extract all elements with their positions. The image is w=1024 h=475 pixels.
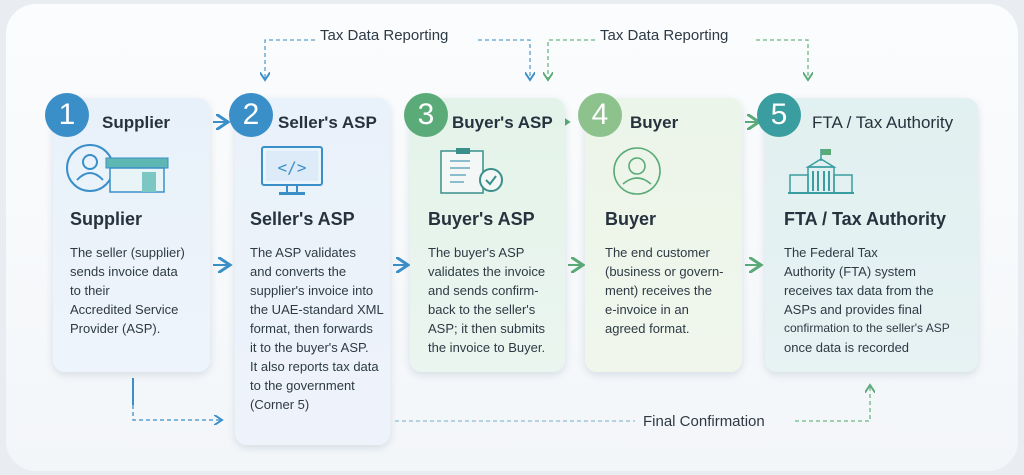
step-title: Buyer xyxy=(605,209,657,229)
step-title: FTA / Tax Authority xyxy=(784,209,946,229)
svg-text:</>: </> xyxy=(278,158,307,177)
step-number-badge: 2 xyxy=(229,93,273,137)
final-confirmation-label: Final Confirmation xyxy=(643,413,765,430)
step-header: Buyer xyxy=(630,113,679,132)
step-card-buyer xyxy=(585,98,742,372)
step-number-badge: 1 xyxy=(45,93,89,137)
step-card-fta xyxy=(765,98,978,372)
step-number-badge: 3 xyxy=(404,93,448,137)
clipboard-check-icon xyxy=(440,148,503,194)
step-description: The end customer(business or govern-ment… xyxy=(605,245,724,336)
step-card-buyers-asp xyxy=(410,98,565,372)
tax-data-reporting-label: Tax Data Reporting xyxy=(600,27,729,44)
tax-reporting-arrow-right xyxy=(548,39,808,80)
final-confirmation-arrows xyxy=(132,378,870,421)
step-header: Buyer's ASP xyxy=(452,113,553,132)
step-number-badge: 4 xyxy=(578,93,622,137)
step-title: Supplier xyxy=(70,209,143,229)
step-title: Seller's ASP xyxy=(250,209,355,229)
tax-reporting-arrow-left xyxy=(265,39,530,80)
government-building-icon xyxy=(788,149,854,194)
step-title: Buyer's ASP xyxy=(428,209,535,229)
step-header: FTA / Tax Authority xyxy=(812,113,954,132)
tax-data-reporting-label: Tax Data Reporting xyxy=(320,27,449,44)
step-number-badge: 5 xyxy=(757,93,801,137)
step-header: Seller's ASP xyxy=(278,113,377,132)
code-monitor-icon: </> xyxy=(261,146,323,195)
user-icon xyxy=(613,147,661,195)
step-header: Supplier xyxy=(102,113,171,132)
step-card-supplier xyxy=(53,98,210,372)
supplier-store-icon xyxy=(66,144,169,193)
